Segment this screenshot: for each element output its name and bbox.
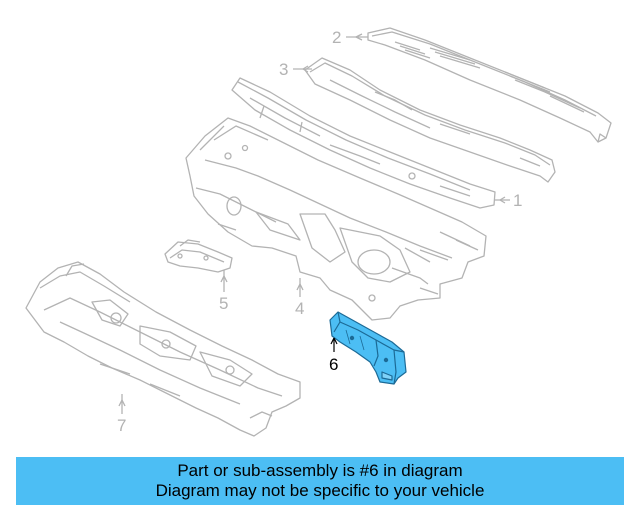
- part-7-floor-structure[interactable]: [25, 261, 301, 437]
- callout-5: 5: [219, 294, 228, 313]
- part-3-cowl-panel[interactable]: [304, 57, 556, 183]
- parts-diagram: 2 3 1 5 4 6 7: [25, 27, 612, 437]
- callout-2: 2: [332, 28, 341, 47]
- banner-line-1: Part or sub-assembly is #6 in diagram: [177, 461, 463, 480]
- banner-line-2: Diagram may not be specific to your vehi…: [155, 481, 485, 500]
- callout-6: 6: [329, 355, 338, 374]
- part-2-cowl-strip[interactable]: [367, 27, 612, 143]
- info-banner: Part or sub-assembly is #6 in diagram Di…: [16, 457, 624, 505]
- callout-3: 3: [279, 60, 288, 79]
- callout-1: 1: [513, 191, 522, 210]
- callout-6-leader: [330, 337, 338, 352]
- callout-7: 7: [117, 416, 126, 435]
- part-1-crossmember[interactable]: [231, 77, 496, 209]
- part-5-bracket[interactable]: [164, 239, 233, 273]
- part-4-dash-panel[interactable]: [185, 117, 487, 321]
- callout-4: 4: [295, 299, 304, 318]
- callout-leaders: [118, 33, 510, 414]
- part-6-highlighted-bracket[interactable]: [329, 311, 407, 385]
